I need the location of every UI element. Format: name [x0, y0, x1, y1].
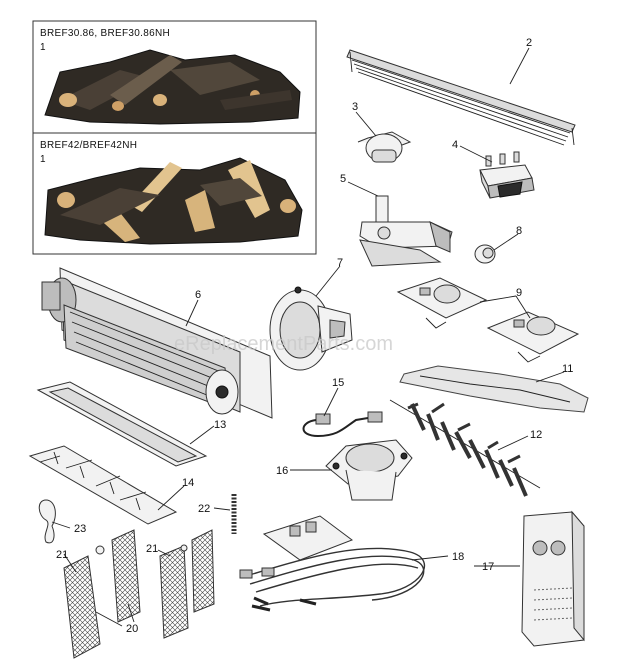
callout-22: 22: [198, 503, 210, 515]
part-16-limit-switch: [325, 439, 413, 501]
part-13-plate: [36, 381, 208, 467]
callout-13: 13: [214, 419, 226, 431]
callout-9: 9: [516, 287, 522, 299]
log-set-key-2: 1: [40, 154, 46, 165]
callout-8: 8: [516, 225, 522, 237]
part-20-21-mesh-screens: [63, 529, 215, 659]
callout-11: 11: [562, 363, 573, 375]
callout-15: 15: [332, 377, 344, 389]
callout-17: 17: [482, 561, 494, 573]
callout-3: 3: [352, 101, 358, 113]
log-set-image-2: [44, 157, 303, 245]
part-14-bracket: [28, 445, 178, 525]
callout-14: 14: [182, 477, 194, 489]
callout-18: 18: [452, 551, 464, 563]
part-3-thermostat: [357, 131, 412, 163]
callout-7: 7: [337, 257, 343, 269]
callout-20: 20: [126, 623, 138, 635]
callout-6: 6: [195, 289, 201, 301]
callout-numbers: 2 3 4 5 6 7 8 9 11 12 13 14 15 16 17 18 …: [56, 37, 573, 635]
part-17-remote: [521, 510, 585, 647]
watermark-text: eReplacementParts.com: [174, 333, 393, 355]
part-11-strip: [399, 365, 589, 413]
log-set-model-1: BREF30.86, BREF30.86NH: [40, 28, 170, 39]
log-set-image-1: [44, 49, 301, 125]
part-18-harness: [239, 515, 426, 612]
part-6-blower: [41, 267, 273, 419]
part-4-rocker-switch: [479, 151, 535, 199]
part-9-controls: [396, 277, 580, 363]
part-5-switch-assembly: [359, 195, 453, 267]
callout-23: 23: [74, 523, 86, 535]
part-2-heating-element: [346, 49, 576, 146]
log-sets-panel: BREF30.86, BREF30.86NH 1 BREF42/BREF42NH…: [32, 20, 317, 255]
callout-2: 2: [526, 37, 532, 49]
log-set-key-1: 1: [40, 42, 46, 53]
callout-4: 4: [452, 139, 458, 151]
callout-5: 5: [340, 173, 346, 185]
callout-21-right: 21: [146, 543, 158, 555]
leader-lines: [51, 47, 565, 627]
part-23-clip: [38, 499, 56, 544]
log-set-model-2: BREF42/BREF42NH: [40, 140, 137, 151]
callout-16: 16: [276, 465, 288, 477]
callout-12: 12: [530, 429, 542, 441]
part-12-brush-seal: [389, 399, 541, 497]
part-7-fan: [269, 286, 353, 371]
callout-21-left: 21: [56, 549, 68, 561]
part-8-knob: [474, 244, 496, 264]
part-15-cord: [302, 411, 383, 438]
